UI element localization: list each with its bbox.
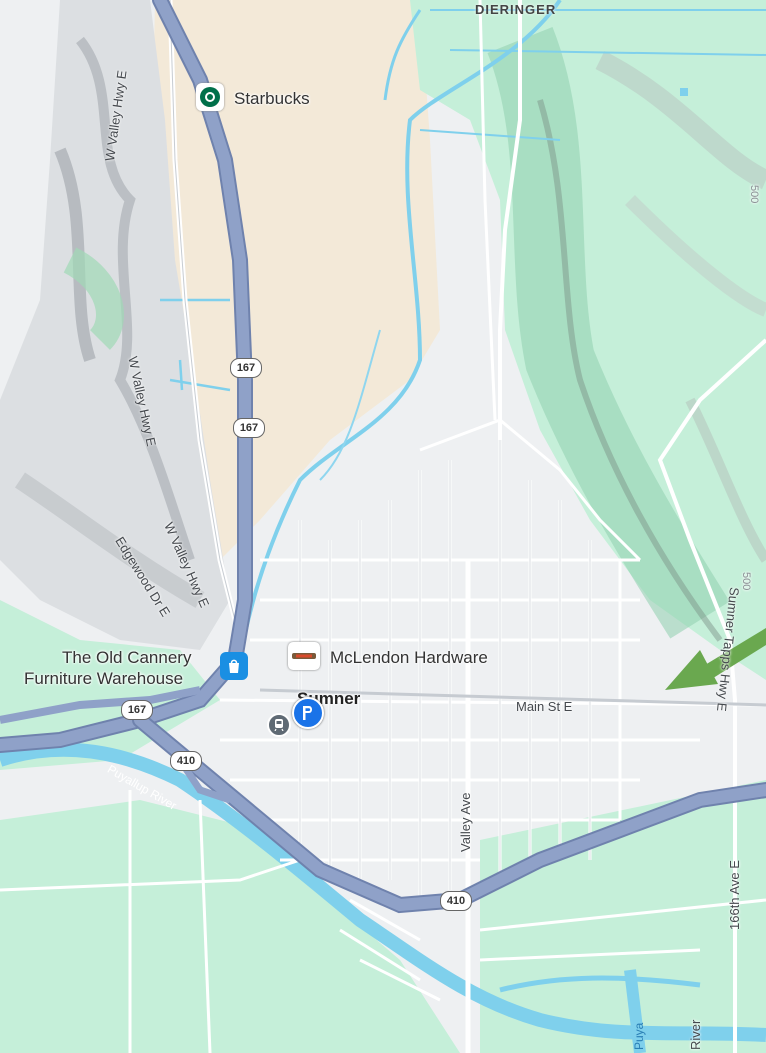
poi-old-cannery-line2[interactable]: Furniture Warehouse (24, 669, 184, 688)
starbucks-icon[interactable] (196, 83, 224, 111)
park-west (0, 600, 220, 770)
river-puyallup (0, 742, 766, 1042)
poi-old-cannery-line1[interactable]: The Old Cannery (62, 648, 192, 667)
hardware-store-icon[interactable] (288, 642, 320, 670)
park-river-valley (0, 800, 460, 1053)
route-shield-167-c: 167 (121, 700, 153, 720)
route-shield-410-b: 410 (440, 891, 472, 911)
river-stuck (238, 0, 562, 661)
route-shield-410-a: 410 (170, 751, 202, 771)
poi-mclendon-hardware[interactable]: McLendon Hardware (330, 648, 488, 667)
river-label-river-fragment: River (688, 1019, 703, 1050)
hill-shade-east (487, 27, 730, 639)
street-label-166th-ave: 166th Ave E (727, 860, 742, 930)
river-white (383, 9, 422, 101)
river-label-puya: Puya (632, 1022, 646, 1050)
route-shield-167-b: 167 (233, 418, 265, 438)
road-sumner-tapps (498, 0, 766, 1053)
contour-label-500-a: 500 (748, 185, 760, 204)
road-main-st (259, 688, 766, 707)
street-label-main-st: Main St E (516, 699, 573, 714)
district-label-dieringer: DIERINGER (475, 2, 557, 17)
shopping-bag-icon[interactable] (220, 652, 248, 680)
contour-label-500-b: 500 (740, 572, 752, 591)
route-shield-167-a: 167 (230, 358, 262, 378)
street-label-valley-ave: Valley Ave (458, 792, 473, 852)
direction-arrow (665, 628, 766, 690)
parking-icon[interactable] (292, 697, 324, 729)
train-station-icon[interactable] (267, 713, 291, 737)
poi-starbucks[interactable]: Starbucks (234, 89, 310, 108)
